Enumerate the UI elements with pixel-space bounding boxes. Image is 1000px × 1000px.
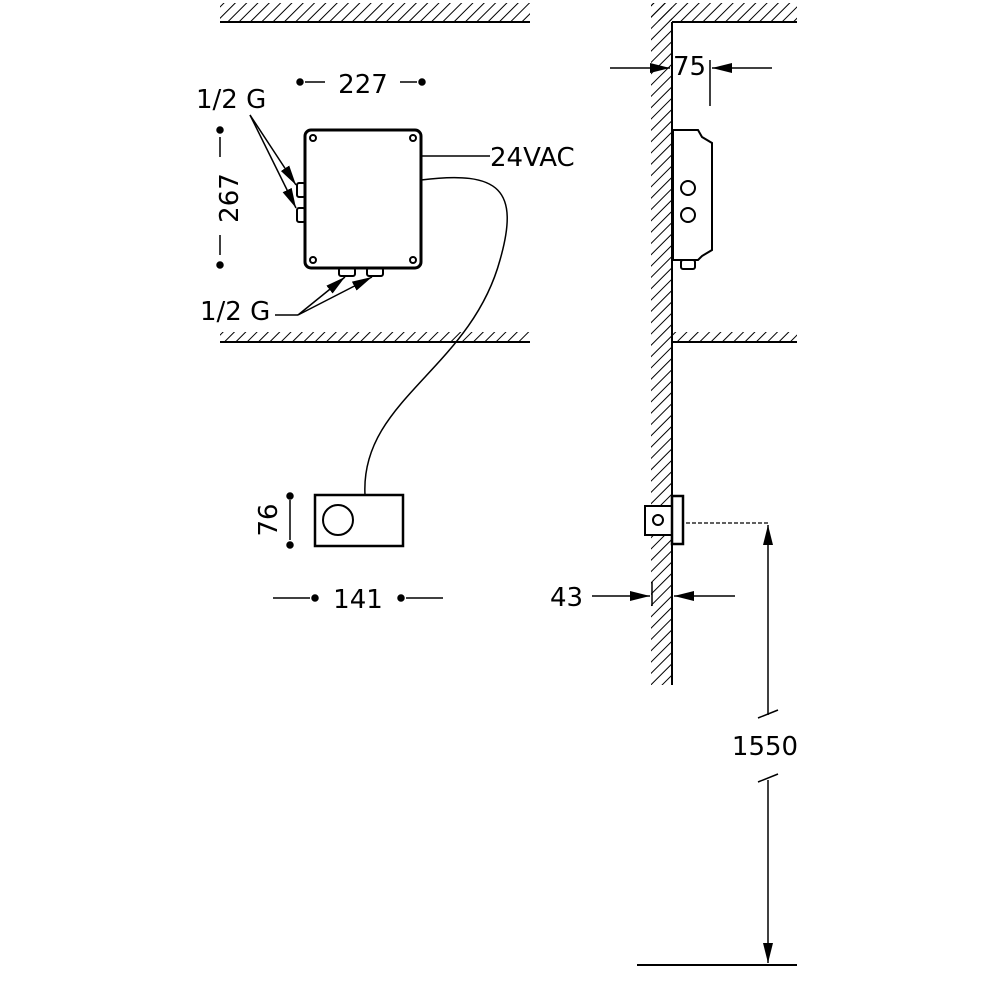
inlet-leaders: [249, 114, 373, 316]
dim-75: [610, 60, 772, 106]
dim-76: [286, 492, 294, 549]
sensor-side: [644, 494, 770, 546]
dim-76-label: 76: [254, 503, 284, 536]
sensor-front: [313, 493, 405, 548]
dim-227-label: 227: [338, 70, 388, 100]
wall-hatch: [651, 3, 797, 685]
dim-43: [592, 582, 735, 606]
control-box-side: [672, 129, 713, 270]
dim-141: [273, 594, 443, 602]
sensor-cable: [364, 176, 508, 496]
ceiling-hatch: [220, 3, 530, 23]
dim-1550: [757, 525, 779, 963]
dim-43-label: 43: [550, 583, 583, 613]
power-label: 24VAC: [490, 143, 575, 173]
bottom-inlet-label: 1/2 G: [200, 297, 270, 327]
control-box-front: [296, 128, 423, 277]
floor-hatch: [220, 332, 530, 343]
dim-1550-label: 1550: [732, 732, 798, 762]
dim-227: [296, 78, 426, 86]
dim-75-label: 75: [673, 52, 706, 82]
dim-267: [216, 126, 224, 269]
side-inlet-label: 1/2 G: [196, 85, 266, 115]
dim-267-label: 267: [215, 173, 245, 223]
dim-141-label: 141: [333, 585, 383, 615]
